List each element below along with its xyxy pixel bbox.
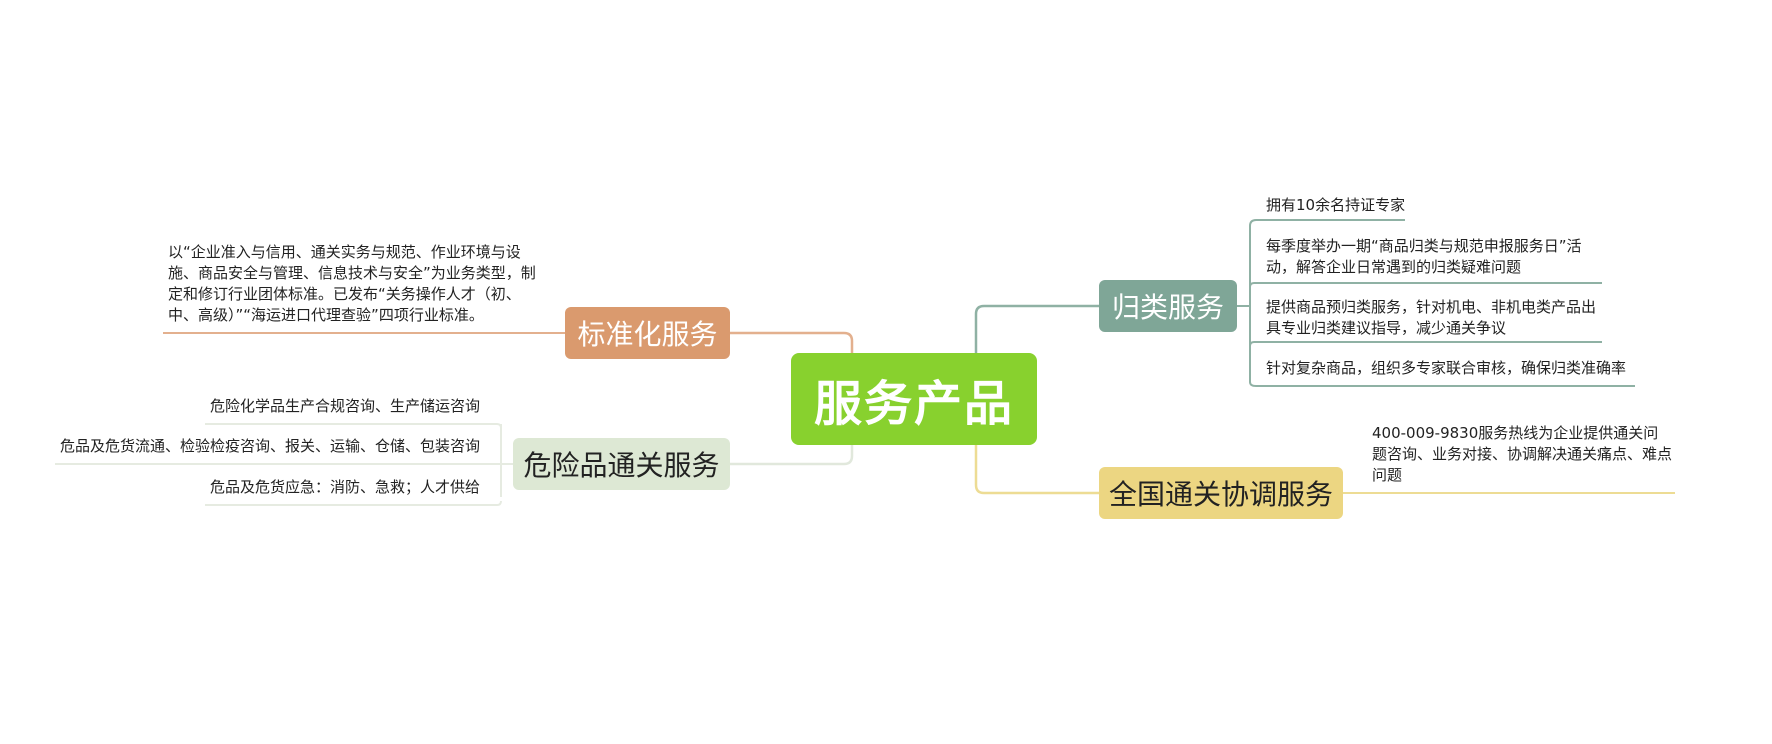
- branch-standard-service[interactable]: 标准化服务: [565, 307, 730, 359]
- connector-classify: [974, 304, 1099, 353]
- leaf-hazard-1[interactable]: 危险化学品生产合规咨询、生产储运咨询: [210, 397, 481, 415]
- connector-classify-leaf-1: [1249, 219, 1405, 227]
- connector-standard: [730, 331, 854, 353]
- leaf-hazard-3[interactable]: 危品及危货应急：消防、急救；人才供给: [210, 478, 481, 496]
- leaf-classify-4[interactable]: 针对复杂商品，组织多专家联合审核，确保归类准确率: [1266, 359, 1627, 377]
- connector-classify-leaf-2: [1249, 282, 1602, 288]
- connector-hazard: [730, 445, 854, 466]
- connector-classify-leaf-4: [1249, 381, 1635, 387]
- connector-national: [974, 445, 1099, 495]
- connector-hazard-leaves: [500, 424, 513, 497]
- connector-classify-leaf-3: [1249, 341, 1602, 347]
- connector-hazard-leaf-3: [205, 500, 502, 506]
- leaf-national-1[interactable]: 400-009-9830服务热线为企业提供通关问题咨询、业务对接、协调解决通关痛…: [1372, 424, 1673, 484]
- branch-classification-service[interactable]: 归类服务: [1099, 280, 1237, 332]
- leaf-classify-2[interactable]: 每季度举办一期“商品归类与规范申报服务日”活动，解答企业日常遇到的归类疑难问题: [1266, 237, 1582, 276]
- leaf-classify-1[interactable]: 拥有10余名持证专家: [1266, 196, 1406, 214]
- leaf-classify-3[interactable]: 提供商品预归类服务，针对机电、非机电类产品出具专业归类建议指导，减少通关争议: [1266, 298, 1597, 337]
- leaf-hazard-2[interactable]: 危品及危货流通、检验检疫咨询、报关、运输、仓储、包装咨询: [60, 437, 481, 455]
- connector-classify-trunk: [1237, 226, 1251, 382]
- leaf-standard-1[interactable]: 以“企业准入与信用、通关实务与规范、作业环境与设施、商品安全与管理、信息技术与安…: [168, 243, 536, 324]
- root-node[interactable]: 服务产品: [791, 353, 1037, 445]
- connector-hazard-leaf-1: [205, 423, 502, 429]
- branch-national-clearance-coordination[interactable]: 全国通关协调服务: [1099, 467, 1343, 519]
- branch-hazardous-goods-clearance[interactable]: 危险品通关服务: [513, 438, 730, 490]
